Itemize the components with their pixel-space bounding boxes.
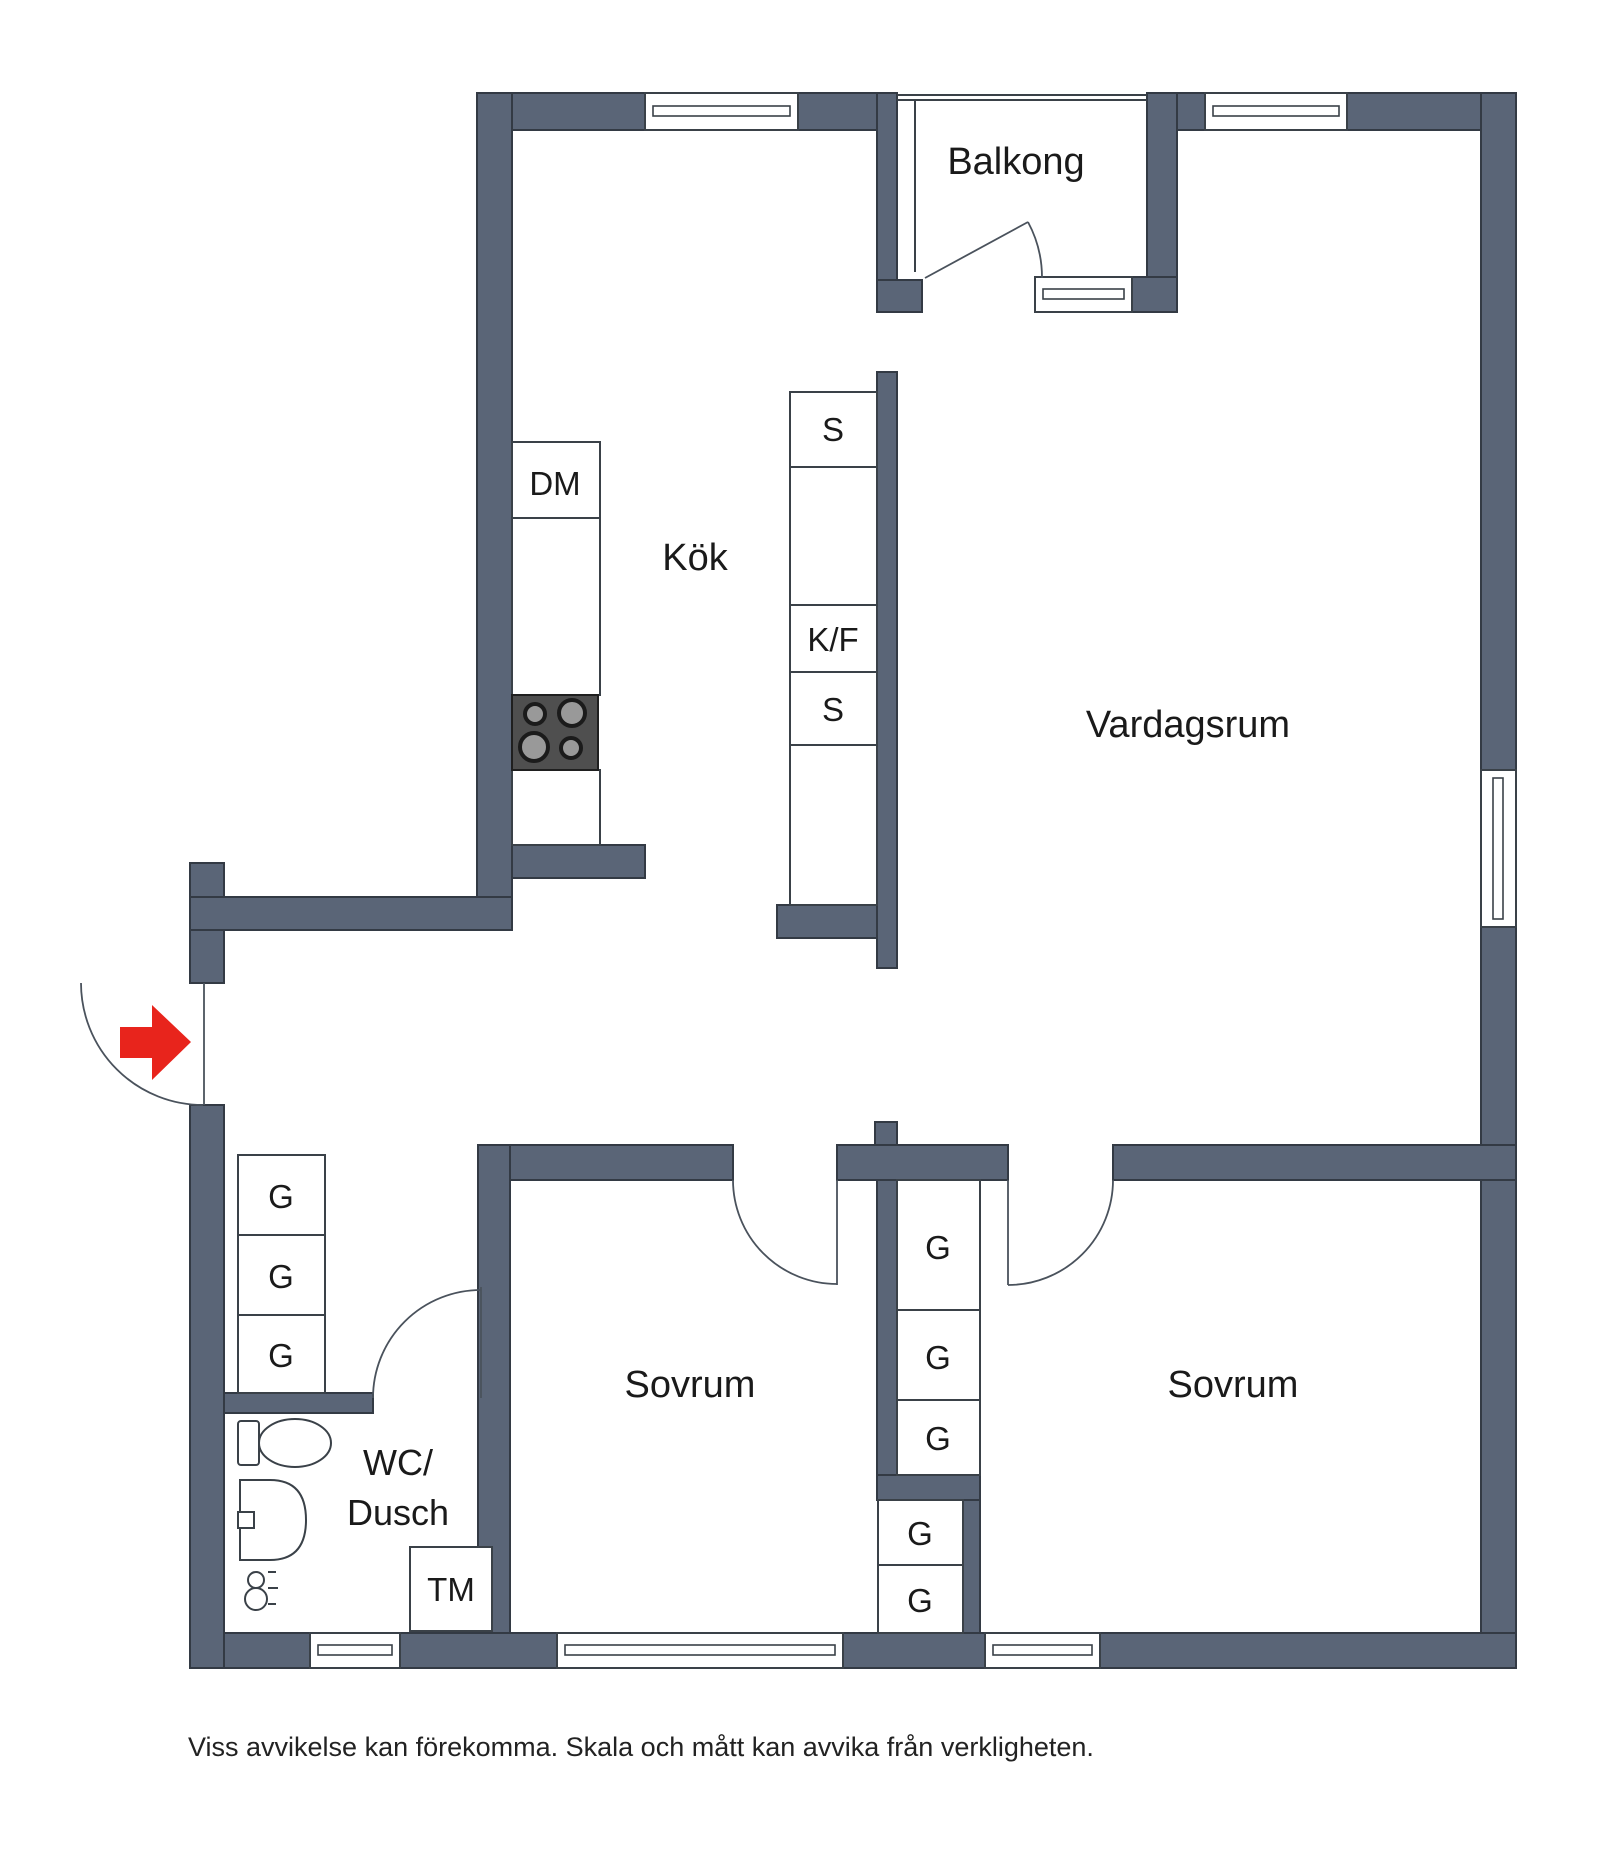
label-wardrobe: G <box>907 1515 933 1552</box>
washing-machine-box <box>409 1546 493 1632</box>
label-fridge-freezer: K/F <box>807 621 858 658</box>
room-label-kitchen: Kök <box>662 537 728 579</box>
bedroom1-window <box>556 1632 844 1669</box>
hall-wardrobes <box>237 1154 326 1394</box>
floor-drain-icon <box>244 1571 278 1611</box>
balcony-window <box>1034 276 1133 313</box>
center-wardrobes-upper <box>896 1179 981 1476</box>
kitchen-window <box>644 92 799 131</box>
label-wardrobe: G <box>925 1339 951 1376</box>
wc-window <box>309 1632 401 1669</box>
label-wardrobe: G <box>268 1258 294 1295</box>
label-wardrobe: G <box>925 1229 951 1266</box>
interior-walls <box>189 92 1517 1634</box>
label-dishwasher: DM <box>529 465 580 502</box>
windows <box>309 92 1517 1669</box>
label-cabinet-top: S <box>822 411 844 448</box>
kitchen-counter-left <box>511 441 601 846</box>
label-cabinet-bottom: S <box>822 691 844 728</box>
label-wardrobe: G <box>907 1582 933 1619</box>
exterior-walls <box>189 92 1517 1669</box>
entrance-arrow-icon <box>120 1005 191 1080</box>
kitchen-counter-right <box>789 391 878 906</box>
room-label-wc-line2: Dusch <box>347 1492 449 1533</box>
doors <box>80 221 1114 1399</box>
room-label-balcony: Balkong <box>947 141 1084 183</box>
label-wardrobe: G <box>268 1337 294 1374</box>
bedroom2-window <box>984 1632 1101 1669</box>
balcony-railing <box>897 94 1147 272</box>
wc-door-swing <box>372 1287 482 1399</box>
livingroom-right-window <box>1480 769 1517 928</box>
center-wardrobes-lower <box>877 1499 964 1634</box>
wc-fixtures <box>237 1418 493 1632</box>
label-wardrobe: G <box>925 1420 951 1457</box>
label-wardrobe: G <box>268 1178 294 1215</box>
room-label-bedroom2: Sovrum <box>1168 1364 1299 1406</box>
entrance-door-swing <box>80 982 205 1106</box>
bedroom1-door-swing <box>732 1179 838 1285</box>
room-label-wc-line1: WC/ <box>363 1442 433 1483</box>
toilet-icon <box>237 1418 332 1468</box>
room-label-livingroom: Vardagsrum <box>1086 704 1290 746</box>
room-label-bedroom1: Sovrum <box>625 1364 756 1406</box>
label-washing-machine: TM <box>427 1571 475 1608</box>
bedroom2-door-swing <box>1007 1179 1114 1286</box>
sink-icon <box>237 1479 308 1561</box>
stove-icon <box>511 694 599 771</box>
disclaimer-text: Viss avvikelse kan förekomma. Skala och … <box>188 1732 1094 1762</box>
livingroom-top-window <box>1204 92 1348 131</box>
labels: Balkong Kök Vardagsrum Sovrum Sovrum WC/… <box>188 141 1298 1762</box>
balcony-door-swing <box>924 221 1043 279</box>
